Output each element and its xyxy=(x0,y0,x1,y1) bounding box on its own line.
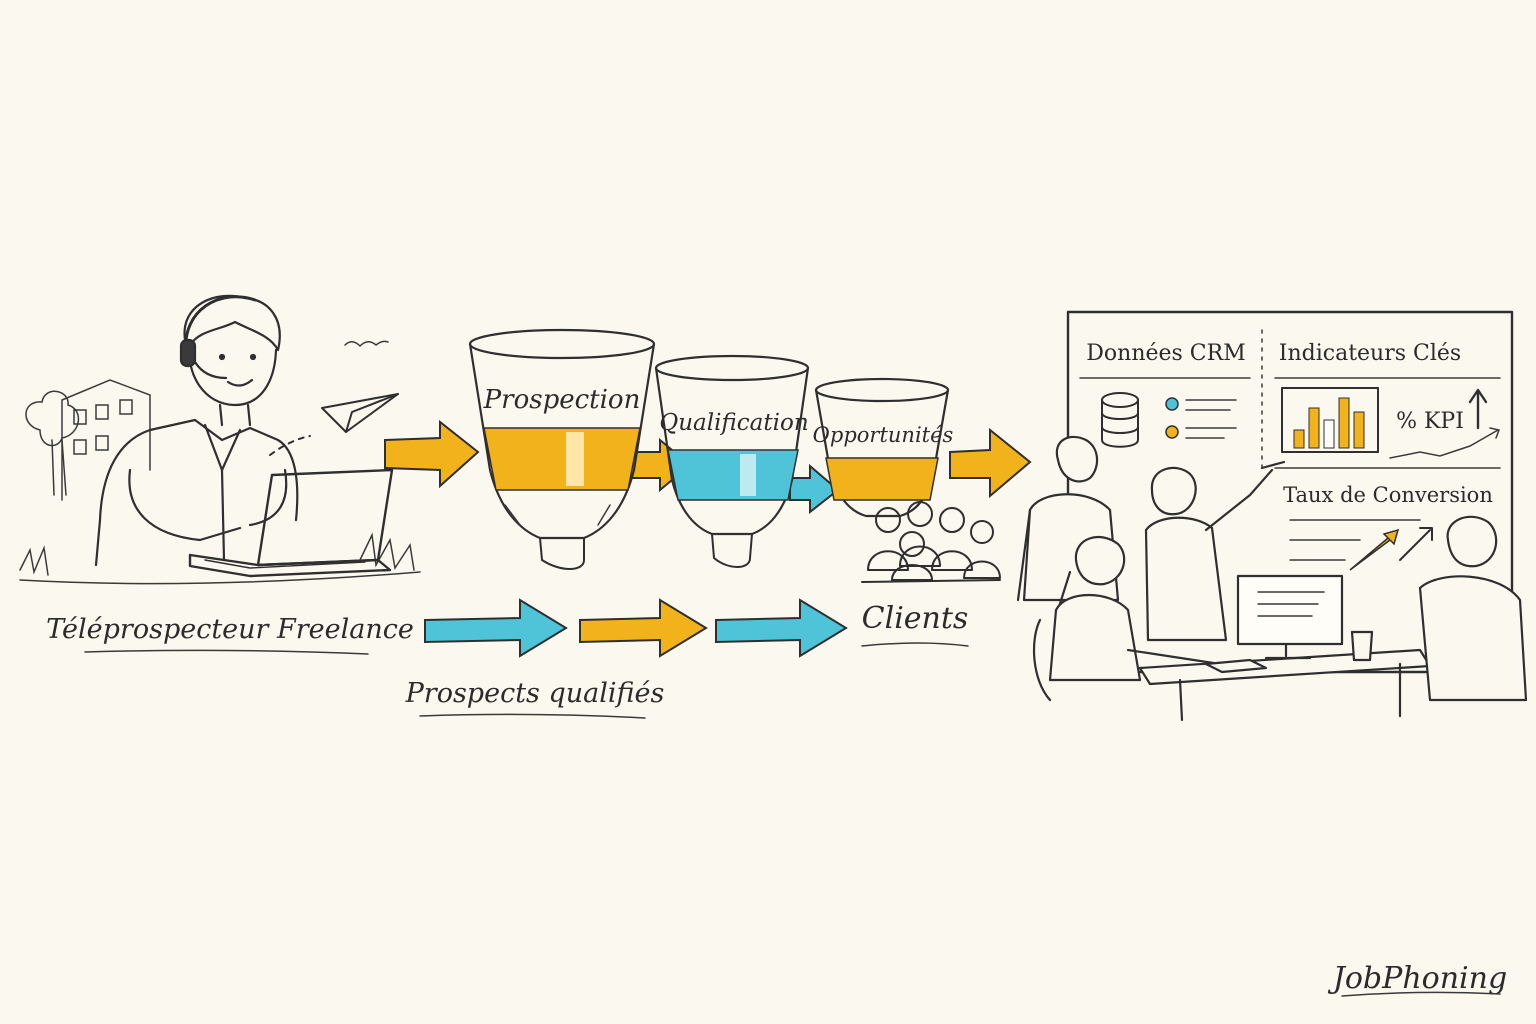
team-illustration xyxy=(1016,435,1528,722)
kpi-label: % KPI xyxy=(1396,409,1464,434)
up-arrow-icon xyxy=(1468,388,1488,430)
brand-underline xyxy=(1341,991,1501,997)
clients-group-icon xyxy=(861,501,1001,583)
arrow-yellow-4 xyxy=(579,598,708,658)
funnel-prospection-label: Prospection xyxy=(483,385,641,415)
freelancer-underline xyxy=(84,649,369,655)
funnel-opportunities-label: Opportunités xyxy=(813,423,954,447)
arrow-yellow-3 xyxy=(949,427,1032,499)
freelancer-label: Téléprospecteur Freelance xyxy=(46,614,414,645)
funnel-qualification xyxy=(654,354,810,568)
funnel-opportunities xyxy=(814,377,950,518)
arrow-blue-3 xyxy=(715,598,848,658)
brand-logo: JobPhoning xyxy=(1327,961,1507,996)
clients-underline xyxy=(861,642,969,647)
trend-line-icon xyxy=(1389,427,1501,459)
funnel-prospection xyxy=(468,328,656,570)
clients-label: Clients xyxy=(862,601,969,636)
bar-chart-icon xyxy=(1281,387,1379,453)
database-icon xyxy=(1101,392,1139,448)
prospects-label: Prospects qualifiés xyxy=(405,678,665,709)
indicators-label: Indicateurs Clés xyxy=(1279,341,1461,366)
funnel-qualification-label: Qualification xyxy=(659,410,808,436)
prospects-underline xyxy=(419,713,646,719)
conversion-arrow-icon xyxy=(1349,528,1400,571)
freelancer-illustration xyxy=(19,294,421,585)
flow-arrows xyxy=(384,419,1032,658)
conversion-label: Taux de Conversion xyxy=(1283,483,1493,507)
arrow-blue-2 xyxy=(424,598,568,658)
arrow-yellow-1 xyxy=(384,419,480,489)
arrow-blue-1 xyxy=(789,463,840,515)
crm-label: Données CRM xyxy=(1086,341,1245,366)
